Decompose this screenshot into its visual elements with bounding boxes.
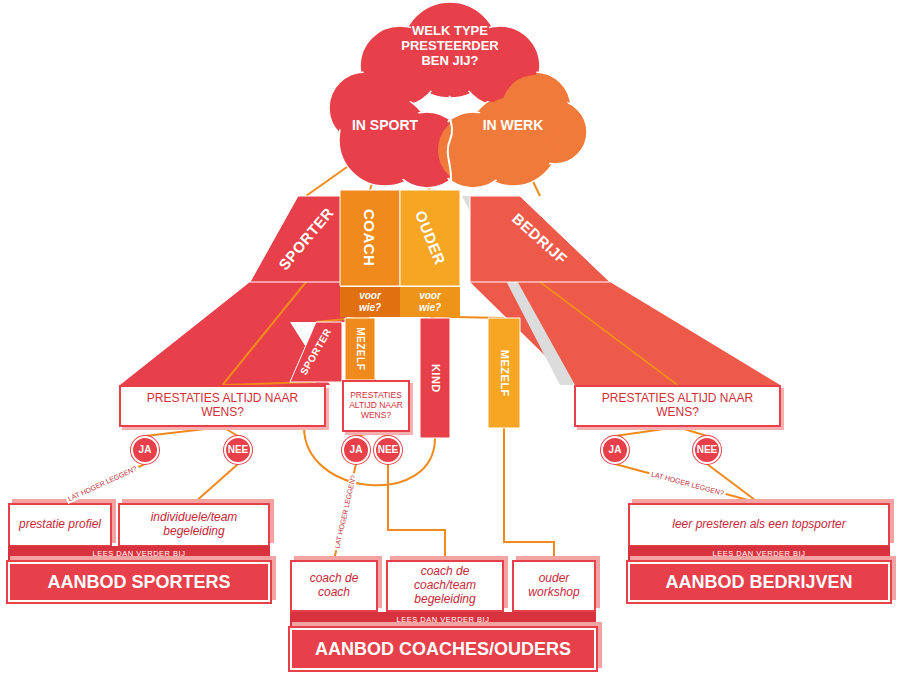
cloud-lobe: IN SPORT [335,110,435,140]
node-text: PRESTATIES ALTIJD NAAR WENS? [125,392,320,420]
node-text: prestatie profiel [19,518,101,532]
offer-box: prestatie profiel [8,503,112,547]
choice-band: SPORTER [290,322,342,382]
node-text: PRESTATIES ALTIJD NAAR WENS? [580,392,775,420]
answer-circle: JA [131,436,159,464]
edge-label: LAT HOGER LEGGEN? [332,473,357,552]
choice-band: KIND [420,318,450,438]
edge-label: LAT HOGER LEGGEN? [65,464,140,504]
question-box: PRESTATIES ALTIJD NAAR WENS? [119,385,326,427]
node-text: voor wie? [410,290,450,313]
node-text: IN SPORT [352,117,418,133]
connector [223,282,307,385]
voor-wie-tag: voor wie? [400,286,460,317]
node-text: JA [350,444,363,456]
answer-circle: JA [601,436,629,464]
node-text: IN WERK [483,117,544,133]
node-text: AANBOD COACHES/OUDERS [315,639,571,660]
node-text: NEE [378,444,399,456]
node-text: coach de coach/team begeleiding [394,565,496,606]
offer-box: ouder workshop [512,560,596,612]
node-text: LEES DAN VERDER BIJ [93,550,186,559]
offer-box: coach de coach [290,560,378,612]
choice-band: MEZELF [488,318,520,428]
node-text: JA [609,444,622,456]
offer-box: leer presteren als een topsporter [628,503,890,547]
node-text: JA [139,444,152,456]
connector [145,427,223,436]
answer-circle: NEE [693,436,721,464]
node-text: ouder workshop [520,572,588,600]
connector [194,464,238,503]
question-cloud: WELK TYPE PRESTEERDER BEN JIJ? IN SPORT IN… [305,0,595,192]
node-text: WELK TYPE PRESTEERDER BEN JIJ? [393,24,507,69]
offer-banner: AANBOD SPORTERS [8,562,270,602]
choice-band: BEDRIJF [470,196,610,282]
node-text: KIND [429,364,442,393]
offer-box: individuele/team begeleiding [118,503,270,547]
read-more-bar: LEES DAN VERDER BIJ [8,546,270,563]
node-text: voor wie? [350,290,390,313]
node-text: AANBOD SPORTERS [47,572,230,593]
edge-label: LAT HOGER LEGGEN? [648,469,726,497]
voor-wie-tag: voor wie? [340,286,400,317]
choice-band: OUDER [400,190,460,286]
connector [388,464,445,560]
choice-band: COACH [340,190,400,286]
connector [304,427,435,485]
node-text: COACH [361,209,378,267]
question-box: PRESTATIES ALTIJD NAAR WENS? [342,380,410,432]
question-box: PRESTATIES ALTIJD NAAR WENS? [574,385,781,427]
connector [707,464,759,503]
node-text: LEES DAN VERDER BIJ [397,616,490,625]
offer-box: coach de coach/team begeleiding [386,560,504,612]
node-text: LEES DAN VERDER BIJ [713,550,806,559]
node-text: MEZELF [354,328,366,371]
connector [615,427,678,436]
answer-circle: NEE [374,436,402,464]
node-text: NEE [228,444,249,456]
connector [615,464,759,503]
node-text: AANBOD BEDRIJVEN [665,572,852,593]
connector [504,428,554,560]
connector [540,282,678,385]
choice-band: MEZELF [345,318,375,380]
read-more-bar: LEES DAN VERDER BIJ [628,546,890,563]
cloud-lobe: IN WERK [463,110,563,140]
answer-circle: NEE [224,436,252,464]
node-text: individuele/team begeleiding [126,511,262,539]
connector [223,427,239,436]
node-text: coach de coach [298,572,370,600]
offer-banner: AANBOD BEDRIJVEN [628,562,890,602]
node-text: leer presteren als een topsporter [672,518,845,532]
answer-circle: JA [342,436,370,464]
node-text: MEZELF [498,349,511,396]
connector [60,464,145,503]
offer-banner: AANBOD COACHES/OUDERS [290,628,596,670]
sporter-platform [120,282,362,385]
node-text: PRESTATIES ALTIJD NAAR WENS? [348,391,404,420]
connector [678,427,708,436]
node-text: NEE [697,444,718,456]
read-more-bar: LEES DAN VERDER BIJ [290,612,596,629]
